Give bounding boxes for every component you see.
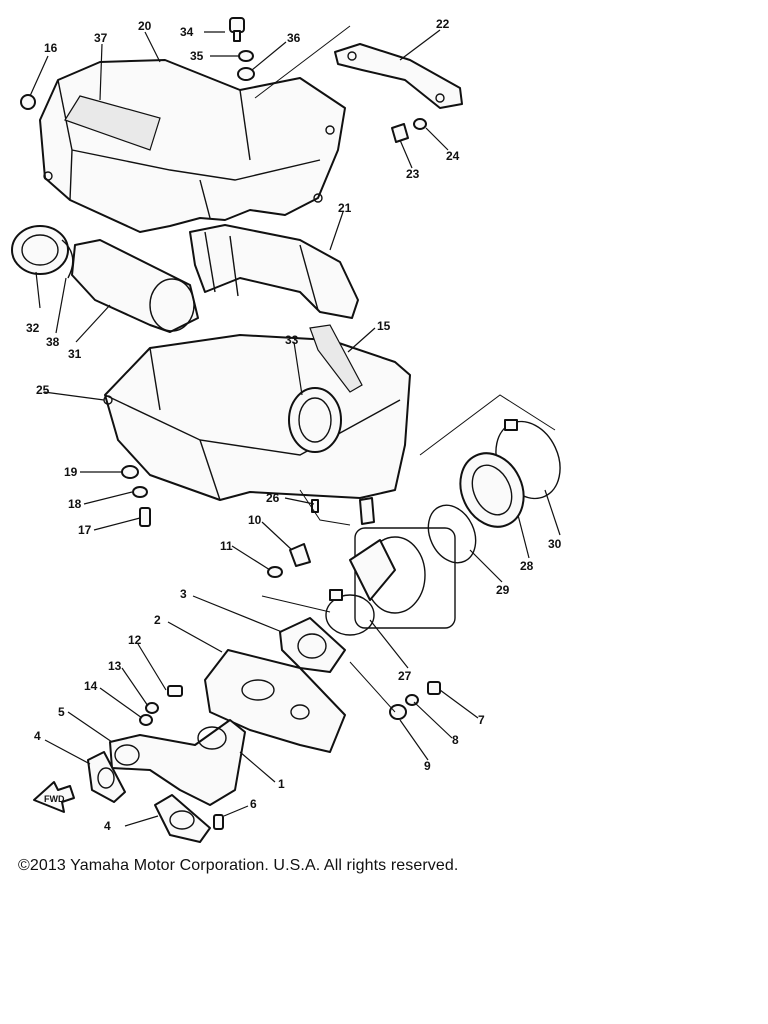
callout-12: 12	[128, 633, 142, 647]
callout-16: 16	[44, 41, 58, 55]
callout-20: 20	[138, 19, 152, 33]
label-plate	[64, 95, 161, 151]
filter-element	[309, 324, 363, 393]
callout-19: 19	[64, 465, 78, 479]
callout-29: 29	[496, 583, 510, 597]
fwd-marker-text: FWD	[44, 794, 65, 804]
front-intake-duct	[11, 225, 199, 333]
callout-25: 25	[36, 383, 50, 397]
callout-10: 10	[248, 513, 262, 527]
callout-32: 32	[26, 321, 40, 335]
callout-36: 36	[287, 31, 301, 45]
callout-22: 22	[436, 17, 450, 31]
manifold-flange	[279, 617, 346, 673]
callout-13: 13	[108, 659, 122, 673]
callout-26: 26	[266, 491, 280, 505]
clamps-and-boots	[325, 419, 561, 636]
callout-11: 11	[220, 539, 233, 553]
callout-4-lower: 4	[104, 819, 111, 833]
callout-2: 2	[154, 613, 161, 627]
callout-5: 5	[58, 705, 65, 719]
parts-diagram: FWD	[11, 17, 562, 843]
intake-manifold	[109, 719, 246, 806]
callout-8: 8	[452, 733, 459, 747]
callout-31: 31	[68, 347, 82, 361]
small-fasteners	[139, 681, 441, 830]
callout-3: 3	[180, 587, 187, 601]
callout-14: 14	[84, 679, 98, 693]
callout-1: 1	[278, 777, 285, 791]
copyright-notice: ©2013 Yamaha Motor Corporation. U.S.A. A…	[18, 857, 459, 874]
callout-35: 35	[190, 49, 204, 63]
top-hardware	[20, 17, 255, 110]
fwd-arrow-icon: FWD	[33, 781, 75, 813]
callout-33: 33	[285, 333, 299, 347]
carburetor-region	[349, 497, 456, 629]
air-cleaner-cover	[39, 59, 346, 233]
callout-9: 9	[424, 759, 431, 773]
assembly-guides	[254, 25, 556, 713]
callout-28: 28	[520, 559, 534, 573]
callout-4-upper: 4	[34, 729, 41, 743]
callout-24: 24	[446, 149, 460, 163]
callouts: 16 37 20 34 35 36 22 24 23 21 15 33 25 1…	[26, 17, 562, 833]
gaskets	[87, 751, 211, 843]
callout-18: 18	[68, 497, 82, 511]
callout-17: 17	[78, 523, 92, 537]
case-bolts	[121, 465, 151, 527]
callout-38: 38	[46, 335, 60, 349]
callout-21: 21	[338, 201, 352, 215]
callout-15: 15	[377, 319, 391, 333]
callout-34: 34	[180, 25, 194, 39]
insulator-plate	[204, 649, 346, 753]
callout-7: 7	[478, 713, 485, 727]
leader-lines	[29, 29, 561, 827]
callout-23: 23	[406, 167, 420, 181]
bracket-assembly	[334, 43, 463, 143]
callout-27: 27	[398, 669, 412, 683]
bolts-mid	[267, 499, 319, 578]
callout-6: 6	[250, 797, 257, 811]
air-cleaner-case	[103, 324, 411, 501]
callout-37: 37	[94, 31, 108, 45]
callout-30: 30	[548, 537, 562, 551]
intake-elbow-duct	[189, 224, 359, 319]
